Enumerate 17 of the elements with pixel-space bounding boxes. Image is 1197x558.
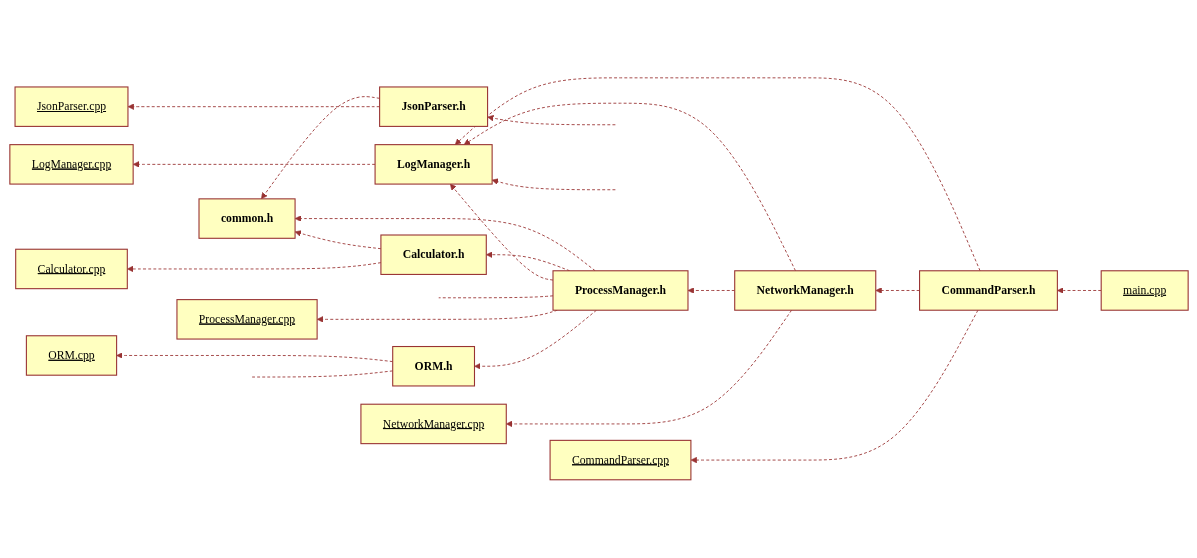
node-box: ProcessManager.h <box>551 270 689 311</box>
node-box: Calculator.cpp <box>14 248 128 290</box>
node-box: ProcessManager.cpp <box>175 299 318 340</box>
node-box: JsonParser.h <box>378 86 488 128</box>
node-box: NetworkManager.cpp <box>359 403 507 445</box>
node-box: NetworkManager.h <box>733 270 876 311</box>
node-box: JsonParser.cpp <box>14 86 128 128</box>
node-box: common.h <box>197 198 296 240</box>
node-box: CommandParser.cpp <box>549 440 691 481</box>
node-box: LogManager.cpp <box>8 144 134 185</box>
node-box: ORM.cpp <box>25 335 117 376</box>
node-box: main.cpp <box>1100 270 1189 311</box>
node-box: CommandParser.h <box>918 270 1058 311</box>
connector <box>251 370 393 378</box>
node-box: Calculator.h <box>379 234 487 276</box>
node-box: LogManager.h <box>374 144 493 185</box>
node-box: ORM.h <box>391 346 475 387</box>
